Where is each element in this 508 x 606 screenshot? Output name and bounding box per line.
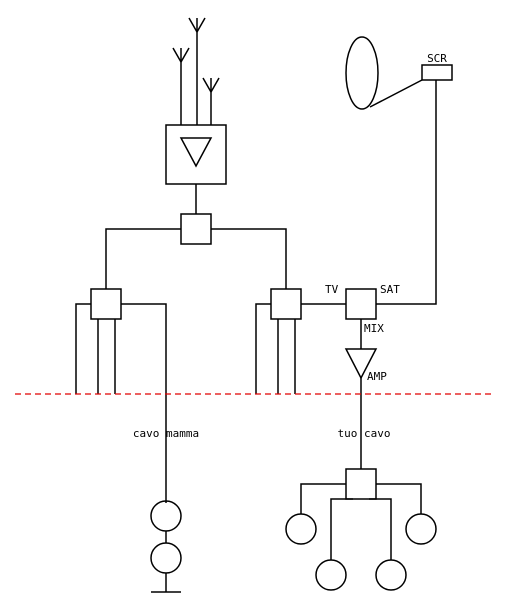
outlet-icon bbox=[150, 500, 182, 532]
tuo-cavo-label: tuo cavo bbox=[338, 427, 391, 440]
antenna-amplifier-box bbox=[165, 124, 227, 185]
mix-label: MIX bbox=[364, 322, 384, 335]
outlet-icon bbox=[285, 513, 317, 545]
antenna-icon bbox=[172, 47, 190, 125]
amplifier-icon bbox=[344, 348, 378, 380]
outlet-icon bbox=[375, 559, 407, 591]
splitter-icon bbox=[90, 288, 122, 320]
outlet-icon bbox=[405, 513, 437, 545]
antenna-icon bbox=[188, 17, 206, 125]
amp-label: AMP bbox=[367, 370, 387, 383]
mixer-box bbox=[345, 288, 377, 320]
antenna-icon bbox=[202, 77, 220, 125]
scr-label: SCR bbox=[427, 52, 447, 65]
amplifier-icon bbox=[179, 137, 213, 168]
splitter-icon bbox=[270, 288, 302, 320]
cavo-mamma-label: cavo mamma bbox=[133, 427, 199, 440]
scr-box bbox=[421, 64, 453, 81]
splitter-icon bbox=[180, 213, 212, 245]
outlet-icon bbox=[315, 559, 347, 591]
tv-label: TV bbox=[325, 283, 339, 296]
splitter-icon bbox=[345, 468, 377, 500]
satellite-dish-icon bbox=[345, 36, 379, 110]
outlet-icon bbox=[150, 542, 182, 574]
sat-label: SAT bbox=[380, 283, 400, 296]
